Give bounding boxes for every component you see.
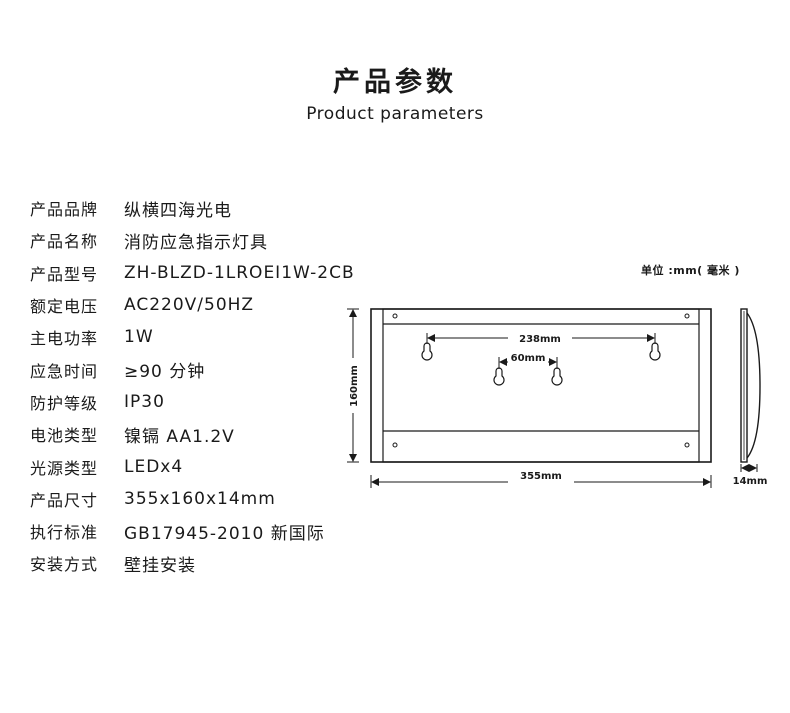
dim-label-outer-holes: 238mm — [519, 334, 561, 345]
spec-label: 产品尺寸 — [30, 490, 99, 510]
page-title: 产品参数 — [333, 67, 457, 98]
spec-value: AC220V/50HZ — [124, 295, 255, 316]
keyhole-outer-right-icon — [649, 342, 661, 361]
spec-label: 执行标准 — [30, 523, 99, 543]
side-profile — [740, 308, 761, 463]
dim-label-width: 355mm — [520, 471, 562, 482]
unit-note: 单位 :mm( 毫米 ) — [641, 264, 740, 277]
keyhole-inner-left-icon — [493, 367, 505, 386]
spec-value: GB17945-2010 新国际 — [124, 523, 325, 544]
keyhole-inner-right-icon — [551, 367, 563, 386]
spec-label: 安装方式 — [30, 555, 99, 575]
dimension-width: 355mm — [370, 471, 712, 488]
dim-label-inner-holes: 60mm — [511, 353, 546, 364]
spec-label: 主电功率 — [30, 329, 99, 349]
dimension-depth: 14mm — [733, 464, 768, 487]
spec-value: 1W — [124, 327, 154, 348]
dim-label-depth: 14mm — [733, 476, 768, 487]
spec-label: 产品型号 — [30, 264, 99, 284]
spec-row-protection: 防护等级 IP30 — [30, 386, 355, 418]
spec-label: 电池类型 — [30, 426, 99, 446]
dimension-height: 160mm — [347, 308, 360, 463]
spec-row-standard: 执行标准 GB17945-2010 新国际 — [30, 515, 355, 547]
spec-value: IP30 — [124, 391, 165, 412]
spec-value: 纵横四海光电 — [124, 200, 232, 221]
spec-list: 产品品牌 纵横四海光电 产品名称 消防应急指示灯具 产品型号 ZH-BLZD-1… — [30, 192, 355, 580]
spec-value: 355x160x14mm — [124, 488, 276, 509]
spec-row-name: 产品名称 消防应急指示灯具 — [30, 224, 355, 256]
spec-row-emergency-time: 应急时间 ≥90 分钟 — [30, 353, 355, 385]
dim-label-height: 160mm — [349, 365, 360, 407]
page-subtitle: Product parameters — [306, 104, 484, 124]
spec-label: 防护等级 — [30, 393, 99, 413]
spec-row-model: 产品型号 ZH-BLZD-1LROEI1W-2CB — [30, 257, 355, 289]
spec-value: 镍镉 AA1.2V — [124, 426, 235, 447]
spec-label: 产品名称 — [30, 232, 99, 252]
spec-label: 光源类型 — [30, 458, 99, 478]
spec-row-voltage: 额定电压 AC220V/50HZ — [30, 289, 355, 321]
spec-row-battery: 电池类型 镍镉 AA1.2V — [30, 418, 355, 450]
spec-value: ≥90 分钟 — [124, 362, 206, 383]
spec-label: 额定电压 — [30, 297, 99, 317]
spec-value: LEDx4 — [124, 456, 184, 477]
spec-row-installation: 安装方式 壁挂安装 — [30, 547, 355, 579]
spec-value: 消防应急指示灯具 — [124, 232, 268, 253]
spec-value: 壁挂安装 — [124, 555, 196, 576]
dimension-inner-holes: 60mm — [498, 353, 558, 369]
spec-row-brand: 产品品牌 纵横四海光电 — [30, 192, 355, 224]
front-panel — [370, 308, 712, 463]
spec-row-power: 主电功率 1W — [30, 321, 355, 353]
spec-label: 产品品牌 — [30, 200, 99, 220]
spec-row-light-source: 光源类型 LEDx4 — [30, 450, 355, 482]
spec-row-size: 产品尺寸 355x160x14mm — [30, 483, 355, 515]
keyhole-outer-left-icon — [421, 342, 433, 361]
spec-value: ZH-BLZD-1LROEI1W-2CB — [124, 262, 355, 283]
spec-label: 应急时间 — [30, 361, 99, 381]
dimension-outer-holes: 238mm — [426, 333, 656, 345]
